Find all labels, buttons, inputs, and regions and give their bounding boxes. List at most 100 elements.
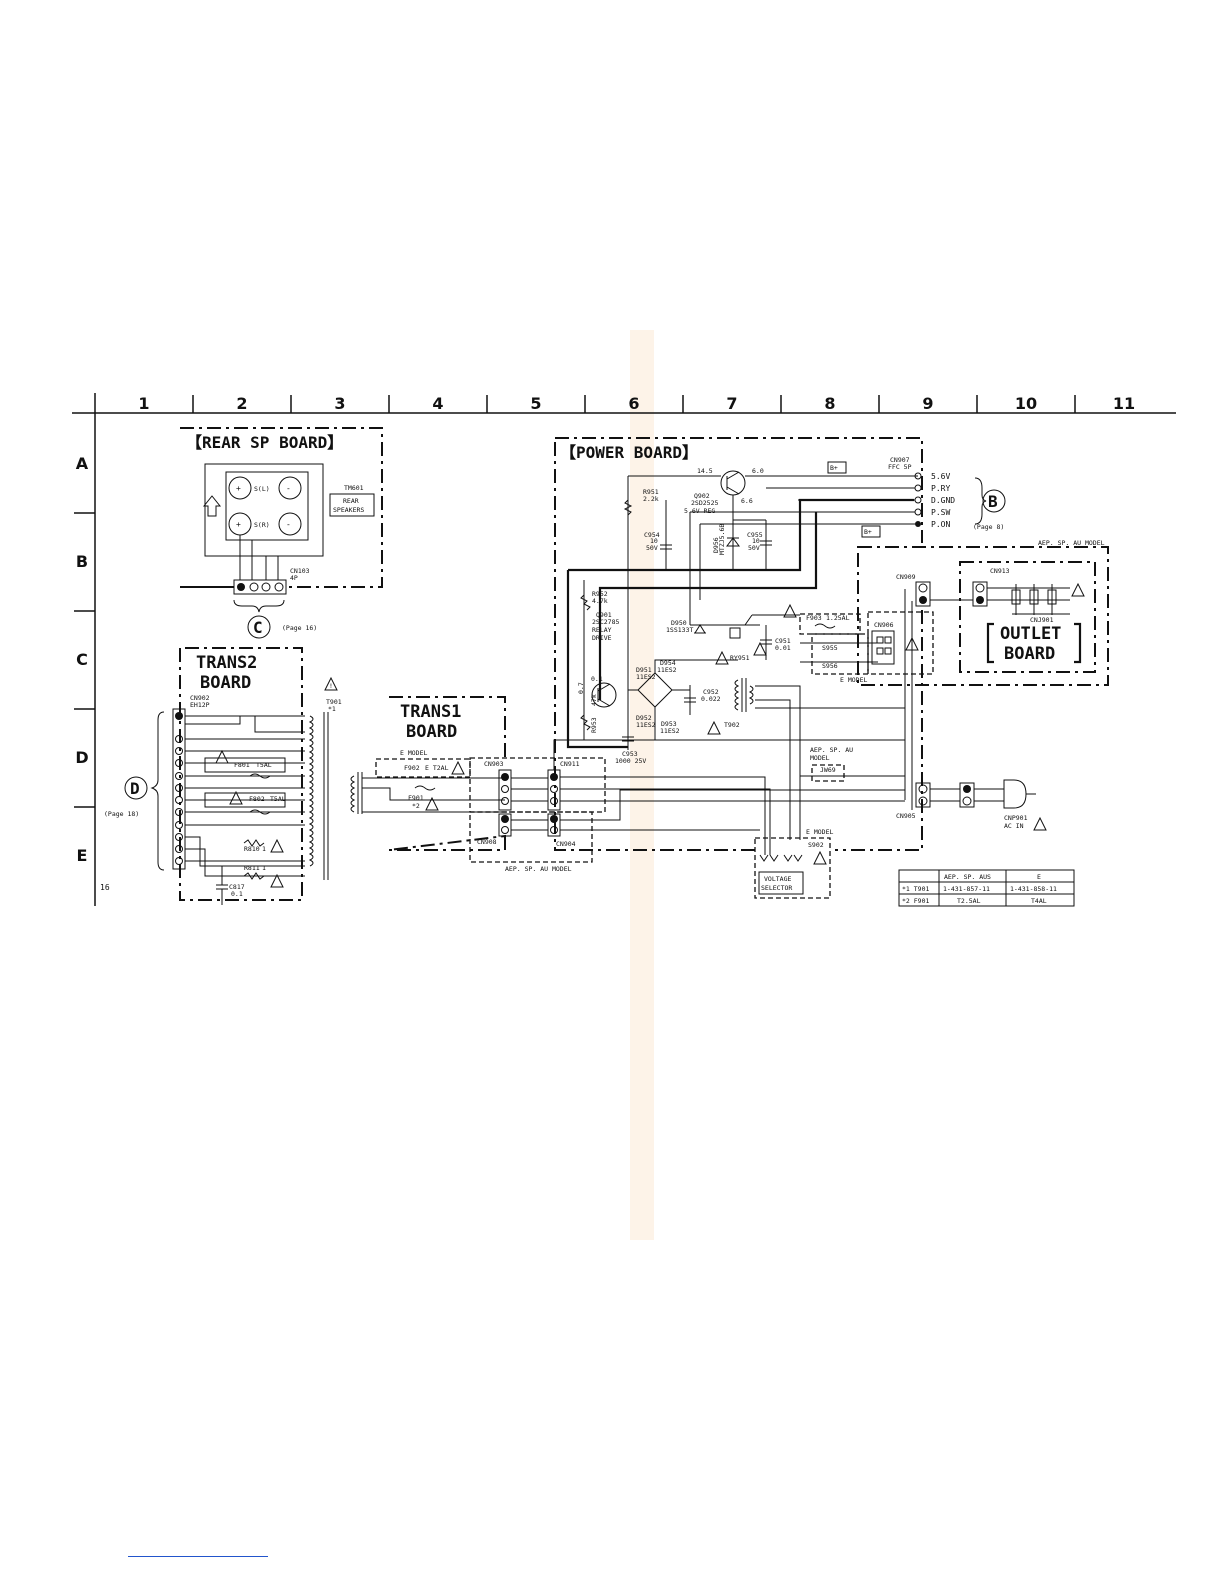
table-cell: 1-431-857-11 [943, 885, 990, 893]
col-label-4: 4 [432, 394, 443, 413]
cn908-connector [498, 813, 512, 837]
warning-icon-f802 [229, 790, 243, 805]
t902-label: T902 [724, 721, 740, 729]
d953-label: D953 [661, 720, 677, 728]
c951-label: C951 [775, 637, 791, 645]
e-model-label-3: E MODEL [806, 828, 833, 836]
speaker-l-plus-terminal [228, 476, 252, 500]
cn103-label: CN103 [290, 567, 310, 575]
t901-label: T901 [326, 698, 342, 706]
rear-sp-board: 【REAR SP BOARD】 + - + - S(L) S(R) TM601 … [180, 427, 383, 639]
jw69-label: JW69 [820, 766, 836, 774]
cn904-label: CN904 [556, 840, 576, 848]
rear-sp-board-title: 【REAR SP BOARD】 [186, 433, 343, 452]
c951-value: 0.01 [775, 644, 791, 652]
warning-icon-s902 [813, 850, 827, 865]
voltage-0-1: 0.1 [591, 675, 603, 683]
b-plus-label-1: B+ [830, 464, 838, 472]
f902-label: F902 [404, 764, 420, 772]
column-labels: 1 2 3 4 5 6 7 8 9 10 11 [138, 394, 1135, 413]
r951-label: R951 [643, 488, 659, 496]
ref-d-letter: D [130, 779, 140, 798]
c955-value1: 10 [752, 537, 760, 545]
e-model-label-1: E MODEL [840, 676, 867, 684]
d954-label: D954 [660, 659, 676, 667]
q902-label: Q902 [694, 492, 710, 500]
aep-sp-au-model-bottom: AEP. SP. AU MODEL [505, 865, 572, 873]
q901-label: Q901 [596, 611, 612, 619]
c817-value: 0.1 [231, 890, 243, 898]
e-model-label-2: E MODEL [400, 749, 427, 757]
c817-label: C817 [229, 883, 245, 891]
ac-plug-icon [1003, 779, 1027, 809]
f901-note: *2 [412, 802, 420, 810]
s-l-label: S(L) [254, 485, 270, 493]
warning-icon-c951 [753, 641, 767, 656]
c955-label: C955 [747, 531, 763, 539]
tm601-label: TM601 [344, 484, 364, 492]
row-label-a: A [76, 454, 89, 473]
grid-frame [72, 393, 1176, 906]
col-label-7: 7 [726, 394, 737, 413]
s956-label: S956 [822, 662, 838, 670]
rear-label: REAR [343, 497, 359, 505]
table-cell: *2 F901 [902, 897, 929, 905]
scan-artifact [630, 330, 654, 1240]
outlet-title-line2: BOARD [1004, 644, 1055, 664]
selector-label: SELECTOR [761, 884, 792, 892]
svg-text:+: + [236, 484, 241, 493]
col-label-9: 9 [922, 394, 933, 413]
col-label-3: 3 [334, 394, 345, 413]
ac-input: CN905 CNP901 AC IN [896, 779, 1047, 831]
page-number: 16 [100, 883, 110, 892]
warning-icon-f801 [215, 749, 229, 764]
cn908-label: CN908 [477, 838, 497, 846]
cn103-connector [233, 579, 287, 595]
voltage-label: VOLTAGE [764, 875, 791, 883]
voltage-selector: E MODEL S902 VOLTAGE SELECTOR [754, 828, 833, 899]
ref-b-letter: B [988, 492, 998, 511]
cn902-sub: EH12P [190, 701, 210, 709]
warning-icon-f901 [425, 796, 439, 811]
cn902-connector [172, 708, 186, 870]
trans1-board: TRANS1 BOARD E MODEL F902 E T2AL F901 *2… [350, 696, 606, 873]
speakers-label: SPEAKERS [333, 506, 364, 514]
warning-icon-ac-in [1033, 816, 1047, 831]
c952-label: C952 [703, 688, 719, 696]
r811-value: 1 [262, 864, 266, 872]
ref-d-page: (Page 18) [104, 810, 139, 818]
table-cell: 1-431-858-11 [1010, 885, 1057, 893]
primary-coil [350, 772, 363, 814]
ref-b-page: (Page 8) [973, 523, 1004, 531]
ref-c-circle [247, 615, 271, 639]
warning-icon-t902 [707, 720, 721, 735]
cn913-connector [972, 581, 988, 607]
svg-text:-: - [286, 520, 291, 529]
c955-value2: 50V [748, 544, 760, 552]
table-cell: T4AL [1031, 897, 1047, 905]
ref-b-circle [982, 489, 1006, 513]
voltage-0-7: 0.7 [577, 682, 585, 694]
footer-link-underline[interactable] [128, 1556, 268, 1557]
r951-value: 2.2k [643, 495, 659, 503]
ac-in-label: AC IN [1004, 822, 1024, 830]
f903-value: 1.25AL [826, 614, 850, 622]
d956-part: MTZJ5.6B [718, 524, 726, 555]
trans2-title-line2: BOARD [200, 673, 251, 693]
q902-part: 2SD2525 [691, 499, 718, 507]
aep-sp-au-model-top: AEP. SP. AU MODEL [1038, 539, 1105, 547]
warning-icon-ry951 [715, 650, 729, 665]
trans2-title-line1: TRANS2 [196, 653, 257, 673]
row-label-b: B [76, 552, 88, 571]
cn905-connector [915, 782, 931, 808]
d952-label: D952 [636, 714, 652, 722]
svg-text:!: ! [329, 682, 333, 690]
c952-value: 0.022 [701, 695, 721, 703]
r953-label: R953 [590, 717, 598, 733]
aep-sp-au-label: AEP. SP. AU [810, 746, 853, 754]
col-label-8: 8 [824, 394, 835, 413]
outlet-area: AEP. SP. AU MODEL CN909 CN913 CNJ901 OUT… [857, 539, 1109, 810]
f901-label: F901 [408, 794, 424, 802]
d956-label: D956 [712, 537, 720, 553]
